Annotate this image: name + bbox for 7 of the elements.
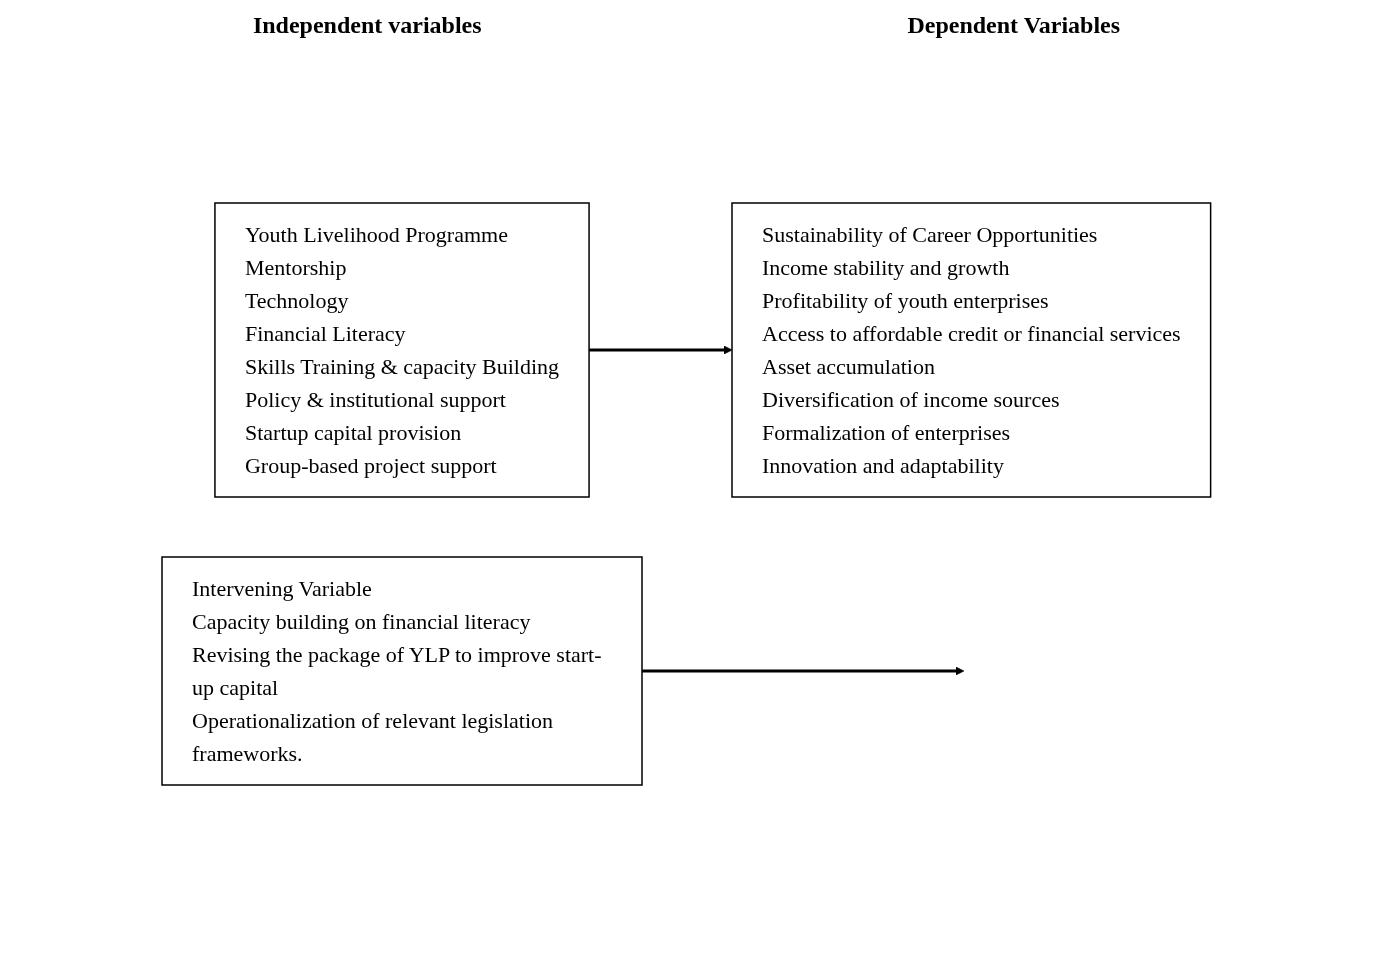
arrow <box>642 666 965 676</box>
node-box: Sustainability of Career Opportunities Income stability and growth Profitability of youth enterprises Access to affordable credit or financial services Asset accumulation Diversification of income sources Formalization of enterprises Innovation and adaptability <box>731 202 1212 498</box>
node-box: Intervening Variable Capacity building on financial literacy Revising the package of YLP to improve start-up capital Operationalization of relevant legislation frameworks. <box>161 556 643 786</box>
column-heading: Independent variables <box>252 12 482 39</box>
arrow <box>589 345 733 355</box>
node-box: Youth Livelihood Programme Mentorship Technology Financial Literacy Skills Training & capacity Building Policy & institutional support Startup capital provision Group-based project support <box>214 202 590 498</box>
column-heading: Dependent Variables <box>907 12 1121 39</box>
